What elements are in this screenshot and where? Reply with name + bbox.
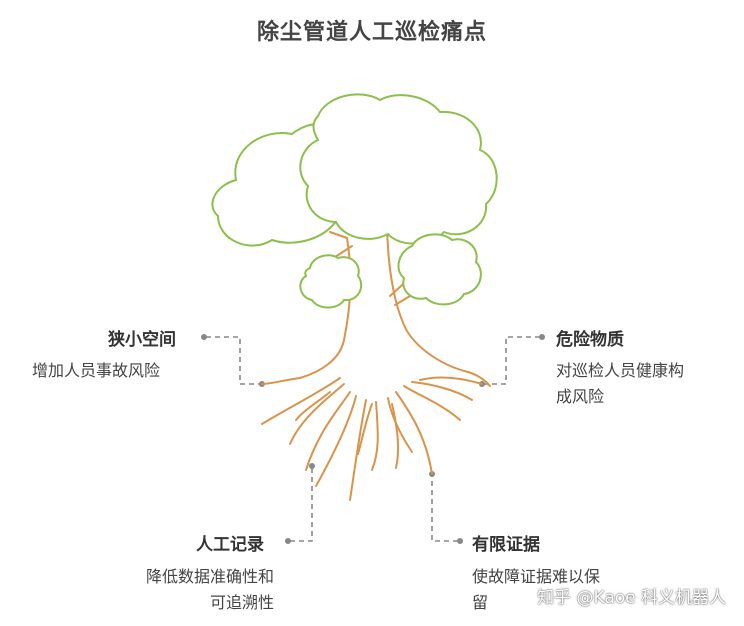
desc-hazardous-substances: 对巡检人员健康构 成风险 — [556, 361, 685, 406]
label-limited-evidence: 有限证据 — [472, 535, 540, 555]
label-manual-records: 人工记录 — [196, 535, 264, 555]
label-hazardous-substances: 危险物质 — [556, 330, 624, 350]
connector-top-right — [482, 336, 540, 385]
desc-narrow-space: 增加人员事故风险 — [32, 361, 161, 380]
desc-manual-records: 降低数据准确性和 可追溯性 — [145, 567, 274, 612]
tree-foliage — [211, 93, 498, 309]
desc-limited-evidence: 使故障证据难以保 留 — [472, 567, 601, 612]
connector-lines — [206, 336, 540, 542]
watermark: 知乎 @Kaoe 科义机器人 — [537, 588, 726, 608]
label-narrow-space: 狭小空间 — [108, 330, 176, 350]
connector-top-left — [206, 336, 262, 385]
page-title: 除尘管道人工巡检痛点 — [256, 20, 487, 45]
connector-bottom-right — [431, 474, 458, 542]
connector-bottom-left — [290, 466, 313, 542]
tree-roots — [261, 376, 483, 501]
